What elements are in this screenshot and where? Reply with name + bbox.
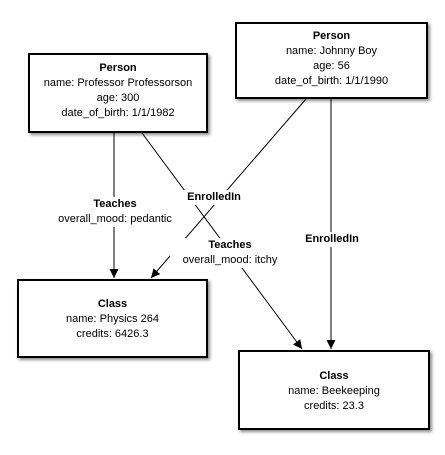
node-property-name: name: Physics 264 xyxy=(66,313,159,325)
edge-property: overall_mood: itchy xyxy=(182,254,278,266)
node-property-credits: credits: 23.3 xyxy=(304,400,364,412)
node-property-dob: date_of_birth: 1/1/1990 xyxy=(274,75,389,87)
edge-label-teaches-beekeeping: Teaches overall_mood: itchy xyxy=(170,238,290,268)
edge-property: overall_mood: pedantic xyxy=(58,213,172,225)
node-type-label: Class xyxy=(319,370,349,382)
edge-label-teaches-physics: Teaches overall_mood: pedantic xyxy=(45,197,185,227)
edge-type-label: EnrolledIn xyxy=(305,233,359,245)
edge-type-label: Teaches xyxy=(208,239,252,251)
person-node-johnny: Person name: Johnny Boy age: 56 date_of_… xyxy=(235,22,428,99)
class-node-beekeeping: Class name: Beekeeping credits: 23.3 xyxy=(238,350,430,430)
node-type-label: Person xyxy=(99,62,137,74)
edge-type-label: Teaches xyxy=(93,198,137,210)
node-property-dob: date_of_birth: 1/1/1982 xyxy=(61,107,175,119)
edge-type-label: EnrolledIn xyxy=(187,191,241,203)
node-type-label: Class xyxy=(97,298,128,310)
node-property-name: name: Professor Professorson xyxy=(43,77,193,89)
class-node-physics: Class name: Physics 264 credits: 6426.3 xyxy=(17,279,208,358)
node-property-age: age: 56 xyxy=(313,60,350,72)
node-property-name: name: Beekeeping xyxy=(288,385,380,397)
edge-label-enrolled-physics: EnrolledIn xyxy=(174,190,254,205)
node-property-age: age: 300 xyxy=(96,92,140,104)
edge-label-enrolled-beekeeping: EnrolledIn xyxy=(292,232,372,247)
node-type-label: Person xyxy=(312,30,351,42)
node-property-name: name: Johnny Boy xyxy=(285,45,378,57)
node-property-credits: credits: 6426.3 xyxy=(76,328,149,340)
person-node-professor: Person name: Professor Professorson age:… xyxy=(28,53,208,133)
